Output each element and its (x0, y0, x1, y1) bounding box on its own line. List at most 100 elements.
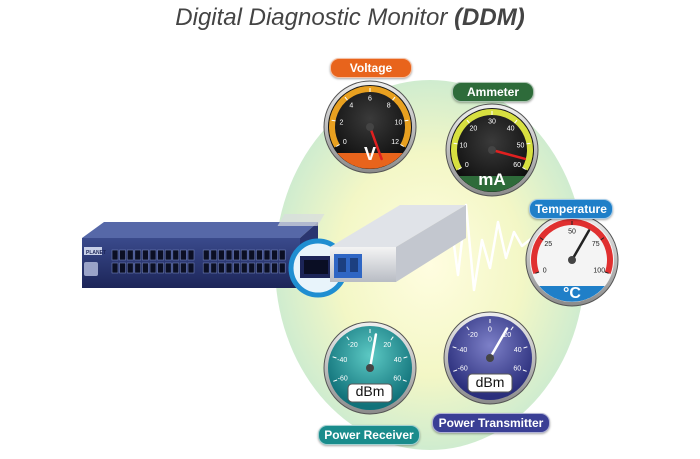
gauge-tick-label: 2 (339, 119, 343, 126)
gauge-tick-mark (535, 271, 540, 274)
ethernet-port (202, 262, 210, 274)
receiver-unit: dBm (355, 383, 385, 399)
ethernet-port (271, 249, 278, 261)
gauge-unit-band (539, 286, 605, 302)
gauge-needle (490, 148, 527, 161)
gauge-tick-label: 20 (383, 342, 391, 349)
ethernet-port (233, 262, 240, 274)
temperature-unit: °C (563, 285, 581, 302)
gauge-tick-label: 30 (488, 119, 496, 126)
ethernet-port (271, 262, 278, 274)
ethernet-port (157, 262, 164, 274)
gauge-tick-mark (335, 144, 340, 147)
ethernet-port (149, 249, 157, 261)
gauge-tick-mark (466, 119, 470, 124)
ethernet-port (240, 262, 248, 274)
gauge-tick-label: 6 (368, 96, 372, 103)
ethernet-port (142, 262, 149, 274)
ethernet-port (225, 262, 233, 274)
gauge-hub (366, 123, 374, 131)
gauge-tick-label: 50 (568, 229, 576, 236)
ethernet-port (172, 249, 180, 261)
gauge-tick-label: 12 (391, 139, 399, 146)
gauge-tick-mark (332, 356, 337, 359)
gauge-tick-label: 0 (488, 327, 492, 334)
gauge-tick-label: 10 (395, 119, 403, 126)
gauge-tick-label: 60 (513, 365, 521, 372)
gauge-tick-label: 40 (514, 347, 522, 354)
gauge-needle (368, 333, 378, 370)
temperature-label: Temperature (529, 199, 613, 219)
ethernet-port (134, 262, 142, 274)
gauge-needle (368, 125, 383, 161)
gauge-tick-label: 0 (368, 337, 372, 344)
gauge-tick-label: -60 (458, 365, 468, 372)
ethernet-port (225, 249, 233, 261)
gauge-tick-label: 75 (592, 241, 600, 248)
gauge-tick-label: -20 (468, 332, 478, 339)
gauge-tick-mark (514, 119, 518, 124)
gauge-tick-mark (331, 119, 336, 122)
gauge-tick-mark (457, 167, 462, 170)
power-transmitter-label: Power Transmitter (432, 413, 550, 433)
gauge-tick-mark (604, 271, 609, 274)
gauge-tick-label: -40 (337, 357, 347, 364)
gauge-tick-label: 100 (593, 267, 605, 274)
gauge-tick-label: 25 (544, 241, 552, 248)
ethernet-port (142, 249, 149, 261)
ethernet-port (172, 262, 180, 274)
gauge-tick-label: 40 (394, 357, 402, 364)
ethernet-port (187, 249, 195, 261)
gauge-tick-label: 4 (349, 102, 353, 109)
gauge-tick-mark (403, 356, 408, 359)
ethernet-port (134, 249, 142, 261)
network-switch: PLANET (82, 222, 318, 288)
gauge-tick-mark (344, 96, 348, 101)
gauge-tick-label: -20 (348, 342, 358, 349)
ethernet-port (248, 249, 256, 261)
gauge-unit-band (337, 153, 403, 169)
gauge-tick-mark (526, 142, 531, 145)
gauge-unit-window (347, 383, 393, 403)
ethernet-port (210, 249, 218, 261)
gauge-tick-mark (402, 379, 407, 382)
ethernet-port (180, 249, 187, 261)
switch-brand-label: PLANET (86, 250, 106, 256)
ethernet-port (233, 249, 240, 261)
gauge-tick-label: 50 (517, 142, 525, 149)
gauge-tick-label: 20 (503, 332, 511, 339)
power-transmitter-gauge: -60 -40 -20 0 20 40 60 (443, 311, 537, 405)
ethernet-port (218, 249, 225, 261)
gauge-unit-band (459, 176, 525, 192)
gauge-hub (366, 364, 374, 372)
gauge-tick-label: 0 (543, 267, 547, 274)
gauge-tick-label: -40 (457, 347, 467, 354)
ethernet-port (164, 262, 172, 274)
gauge-tick-mark (333, 379, 338, 382)
ethernet-port (111, 249, 119, 261)
gauge-tick-label: 60 (393, 375, 401, 382)
ethernet-port (126, 249, 134, 261)
gauge-tick-label: 20 (469, 125, 477, 132)
ethernet-port (164, 249, 172, 261)
gauge-tick-mark (466, 326, 470, 331)
gauge-unit-window (467, 373, 513, 393)
gauge-tick-mark (390, 336, 394, 341)
console-port (84, 262, 98, 276)
ethernet-port (278, 249, 286, 261)
gauge-tick-mark (522, 369, 527, 372)
gauge-tick-mark (523, 346, 528, 349)
ethernet-port (157, 249, 164, 261)
sfp-transceiver (277, 205, 466, 282)
ethernet-port (202, 249, 210, 261)
brand-plate (84, 247, 102, 255)
gauge-tick-mark (510, 326, 514, 331)
ammeter-label: Ammeter (452, 82, 534, 102)
voltage-unit: V (363, 144, 376, 164)
ethernet-port (119, 262, 126, 274)
gauge-tick-label: 8 (387, 102, 391, 109)
